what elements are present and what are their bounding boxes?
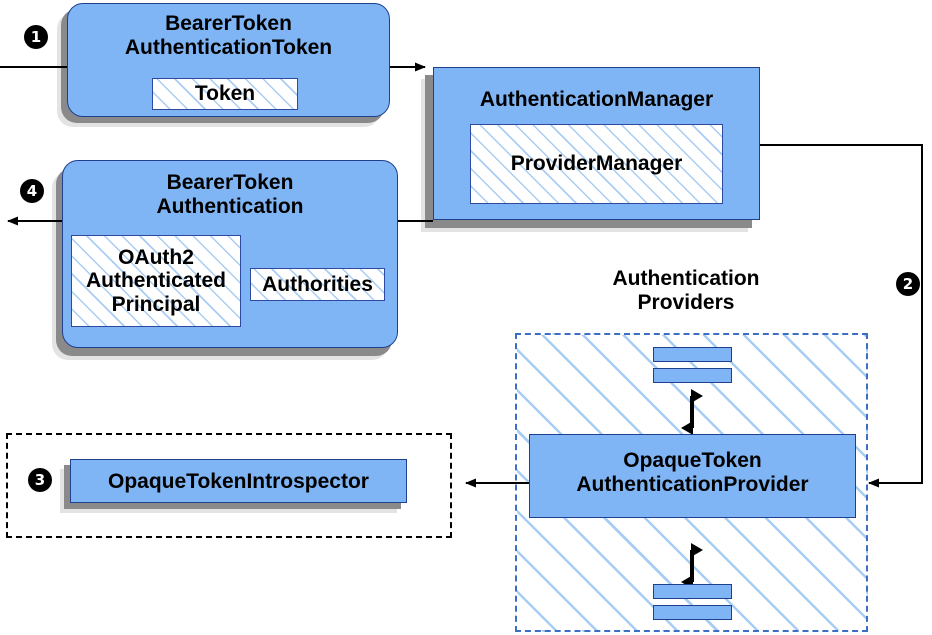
- authentication-manager-title: AuthenticationManager: [479, 88, 714, 111]
- token-subbox[interactable]: Token: [152, 78, 298, 110]
- opaque-token-introspector-container: [6, 433, 452, 538]
- step-badge-3: 3: [28, 468, 52, 492]
- bearer-token-authentication-token-title: BearerToken AuthenticationToken: [124, 12, 333, 59]
- provider-manager-subbox[interactable]: ProviderManager: [470, 124, 723, 204]
- authorities-subbox[interactable]: Authorities: [250, 268, 385, 301]
- bearer-token-authentication-title: BearerToken Authentication: [156, 171, 304, 218]
- peer-provider-top-bar-1: [653, 347, 732, 362]
- opaque-token-introspector-title: OpaqueTokenIntrospector: [108, 470, 369, 493]
- peer-provider-top-bar-2: [653, 368, 732, 383]
- peer-provider-bottom-bar-2: [653, 605, 732, 620]
- opaque-token-authentication-provider[interactable]: OpaqueToken AuthenticationProvider: [529, 434, 856, 518]
- step-badge-4: 4: [20, 179, 44, 203]
- opaque-token-introspector[interactable]: OpaqueTokenIntrospector: [70, 459, 407, 503]
- oauth2-authenticated-principal-subbox[interactable]: OAuth2 Authenticated Principal: [71, 235, 241, 327]
- peer-provider-bottom-bar-1: [653, 584, 732, 599]
- opaque-token-authentication-provider-title: OpaqueToken AuthenticationProvider: [576, 449, 809, 496]
- authentication-providers-label: Authentication Providers: [612, 267, 760, 315]
- step-badge-2: 2: [896, 272, 920, 296]
- step-badge-1: 1: [24, 25, 48, 49]
